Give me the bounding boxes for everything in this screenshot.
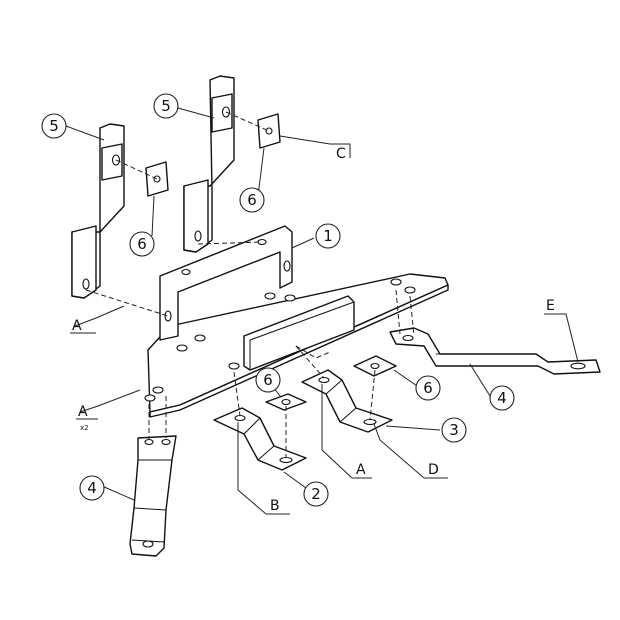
- letter-e: E: [546, 298, 555, 314]
- letter-a-lower: A: [78, 404, 88, 420]
- bracket-5-right: [183, 75, 235, 253]
- bracket-4-right: [389, 327, 601, 375]
- balloon-5-right-label: 5: [161, 97, 171, 115]
- spacer-6-upper-left: [145, 161, 169, 197]
- balloon-2-label: 2: [311, 485, 321, 503]
- balloon-1-label: 1: [323, 227, 333, 245]
- balloon-5-left-label: 5: [49, 117, 59, 135]
- bracket-4-left: [129, 435, 177, 557]
- balloon-3-label: 3: [449, 421, 459, 439]
- bracket-5-left: [71, 123, 125, 299]
- balloon-3: 3: [441, 417, 467, 443]
- balloon-6-lower-mid-label: 6: [263, 371, 273, 389]
- balloon-1: 1: [315, 223, 341, 249]
- spacer-6-lower-mid: [265, 393, 307, 411]
- balloon-6-lower-right-label: 6: [423, 379, 433, 397]
- letter-b: B: [270, 498, 280, 514]
- bracket-2: [213, 407, 307, 471]
- letter-a-mid: A: [356, 462, 366, 478]
- letter-c: C: [336, 146, 346, 162]
- balloon-6-lower-mid: 6: [255, 367, 281, 393]
- balloon-5-right: 5: [153, 93, 179, 119]
- balloon-6-lower-right: 6: [415, 375, 441, 401]
- balloon-6-left: 6: [129, 231, 155, 257]
- balloon-2: 2: [303, 481, 329, 507]
- letter-d: D: [428, 462, 439, 478]
- balloon-6-left-label: 6: [137, 235, 147, 253]
- balloon-4-left: 4: [79, 475, 105, 501]
- balloon-6-right-label: 6: [247, 191, 257, 209]
- balloon-4-right: 4: [489, 385, 515, 411]
- spacer-6-lower-right: [353, 355, 397, 377]
- bracket-3: [301, 369, 393, 433]
- balloon-5-left: 5: [41, 113, 67, 139]
- letter-a-upper: A: [72, 318, 82, 334]
- base-plate-front-channel: [243, 295, 355, 371]
- base-plate-rear-frame: [159, 225, 293, 341]
- assembly-dashed-lines: [85, 111, 415, 458]
- balloon-6-right: 6: [239, 187, 265, 213]
- spacer-6-upper-right: [257, 113, 281, 149]
- qty-note: x2: [80, 424, 89, 432]
- balloon-4-left-label: 4: [87, 479, 97, 497]
- balloon-4-right-label: 4: [497, 389, 507, 407]
